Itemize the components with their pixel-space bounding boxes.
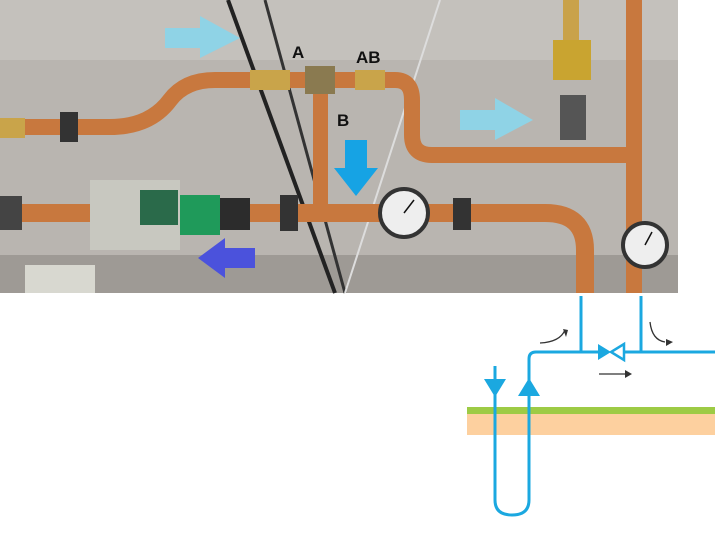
port-label-b: B <box>337 111 349 130</box>
cable <box>263 0 347 294</box>
pipe-photo: A AB B <box>0 0 678 294</box>
flow-arrow-left-icon <box>198 238 255 278</box>
port-label-a: A <box>292 43 304 62</box>
copper-pipe-vertical <box>626 0 642 293</box>
ground-loop-pipe <box>493 366 531 517</box>
port-label-ab: AB <box>356 48 381 67</box>
soil-layer <box>467 414 715 435</box>
copper-pipe-middle <box>0 204 594 293</box>
curved-arrow-icon <box>649 321 666 343</box>
ground-surface <box>467 407 715 414</box>
copper-pipe-bypass <box>313 94 328 214</box>
loop-return-pipe <box>527 350 598 500</box>
cable <box>226 0 337 294</box>
flow-up-triangle-icon <box>518 378 540 396</box>
flow-arrow-right-icon <box>460 98 533 140</box>
flow-arrow-right-icon <box>165 16 240 58</box>
flow-arrow-down-icon <box>334 140 378 196</box>
flow-down-triangle-icon <box>484 379 506 397</box>
curved-arrow-icon <box>539 329 566 344</box>
schematic <box>467 296 715 517</box>
valve-icon <box>608 341 626 363</box>
valve-icon <box>598 344 611 360</box>
ball-valve <box>553 40 591 80</box>
mixing-valve <box>305 66 335 94</box>
